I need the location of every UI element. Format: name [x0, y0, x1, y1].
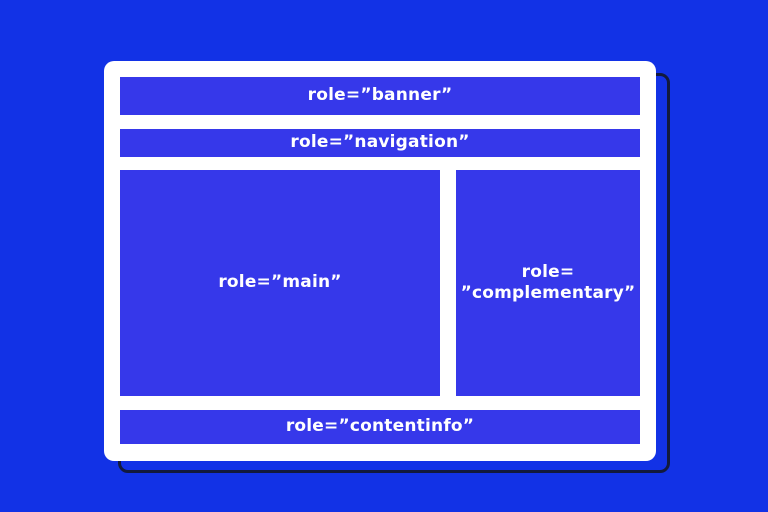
contentinfo-region: role=”contentinfo” — [120, 410, 640, 444]
complementary-region: role= ”complementary” — [456, 170, 640, 396]
navigation-label: role=”navigation” — [290, 132, 470, 153]
complementary-label-line2: ”complementary” — [460, 283, 636, 303]
complementary-label-line1: role= — [521, 261, 575, 282]
banner-region: role=”banner” — [120, 77, 640, 115]
banner-label: role=”banner” — [307, 85, 453, 106]
main-label: role=”main” — [218, 272, 342, 293]
navigation-region: role=”navigation” — [120, 129, 640, 157]
contentinfo-label: role=”contentinfo” — [285, 416, 475, 437]
main-region: role=”main” — [120, 170, 440, 396]
page-layout-frame: role=”banner” role=”navigation” role=”ma… — [104, 61, 656, 461]
